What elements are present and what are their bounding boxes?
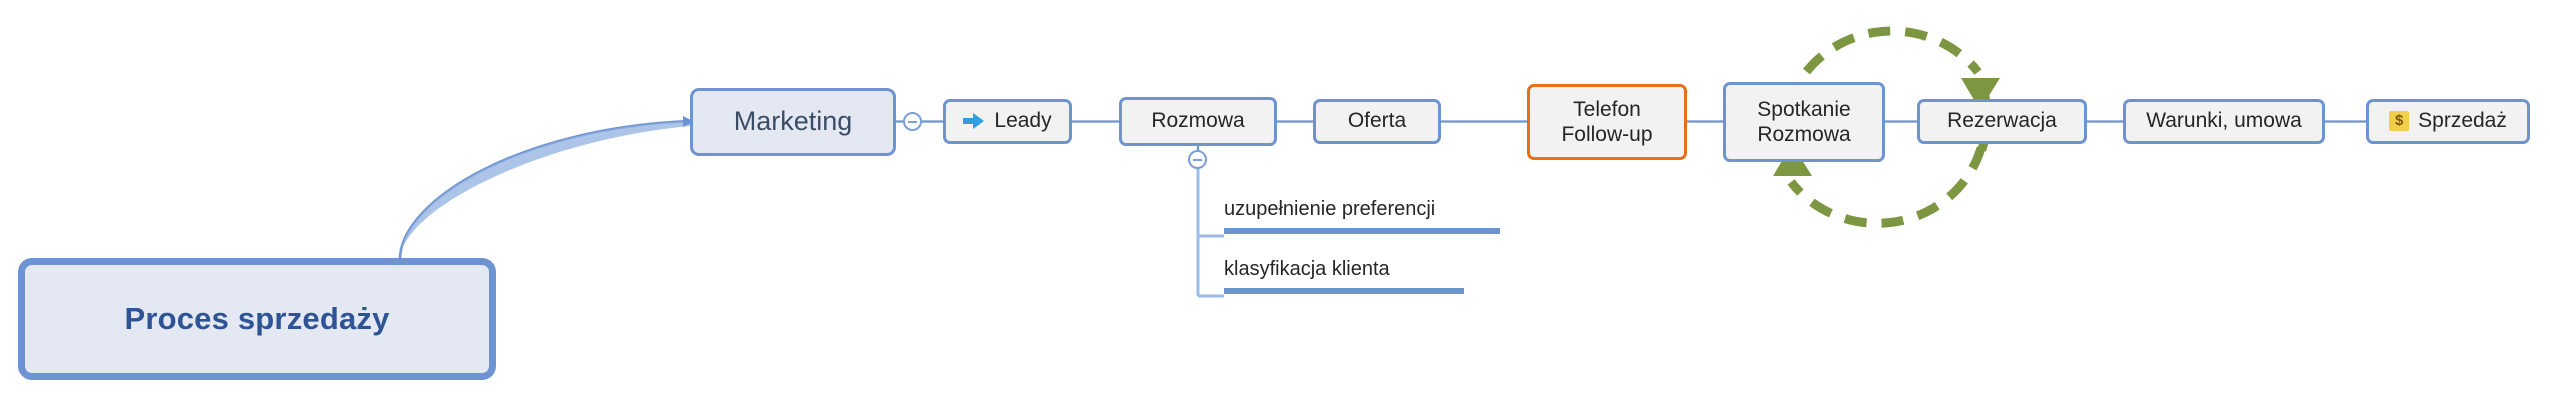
- marketing-collapse-toggle[interactable]: [903, 112, 922, 131]
- node-marketing-label: Marketing: [733, 106, 853, 137]
- node-telefon-follow-up-label-line2: Follow-up: [1561, 123, 1653, 146]
- node-rezerwacja-label: Rezerwacja: [1947, 109, 2057, 133]
- node-rozmowa[interactable]: Rozmowa: [1119, 97, 1277, 146]
- node-rezerwacja[interactable]: Rezerwacja: [1917, 99, 2087, 144]
- connector-root-to-marketing-taper: [400, 121, 690, 258]
- node-warunki-umowa[interactable]: Warunki, umowa: [2123, 99, 2325, 144]
- subbranch-item-label: klasyfikacja klienta: [1224, 258, 1390, 280]
- node-oferta-label: Oferta: [1347, 109, 1407, 133]
- node-sprzedaz-label: Sprzedaż: [2418, 109, 2507, 133]
- rozmowa-collapse-toggle[interactable]: [1188, 150, 1207, 169]
- node-telefon-follow-up[interactable]: Telefon Follow-up: [1527, 84, 1687, 160]
- node-telefon-follow-up-label-line1: Telefon: [1573, 97, 1641, 121]
- node-marketing[interactable]: Marketing: [690, 88, 896, 156]
- node-spotkanie-rozmowa-label-line2: Rozmowa: [1757, 123, 1851, 146]
- node-spotkanie-rozmowa[interactable]: Spotkanie Rozmowa: [1723, 82, 1885, 162]
- subbranch-item-uzupelnienie-preferencji[interactable]: uzupełnienie preferencji: [1224, 198, 1500, 234]
- node-rozmowa-label: Rozmowa: [1151, 109, 1245, 133]
- subbranch-item-klasyfikacja-klienta[interactable]: klasyfikacja klienta: [1224, 258, 1464, 294]
- subbranch-item-label: uzupełnienie preferencji: [1224, 198, 1436, 220]
- node-spotkanie-rozmowa-label-line1: Spotkanie: [1757, 97, 1851, 121]
- root-node-label: Proces sprzedaży: [124, 300, 390, 336]
- arrow-right-icon: [963, 112, 985, 130]
- node-leady-label: Leady: [994, 109, 1052, 133]
- node-leady[interactable]: Leady: [943, 99, 1072, 144]
- node-sprzedaz[interactable]: $ Sprzedaż: [2366, 99, 2530, 144]
- dollar-icon: $: [2389, 111, 2410, 132]
- node-oferta[interactable]: Oferta: [1313, 99, 1441, 144]
- root-node[interactable]: Proces sprzedaży: [18, 258, 496, 380]
- node-warunki-umowa-label: Warunki, umowa: [2146, 109, 2302, 133]
- connector-root-to-marketing: [398, 119, 691, 259]
